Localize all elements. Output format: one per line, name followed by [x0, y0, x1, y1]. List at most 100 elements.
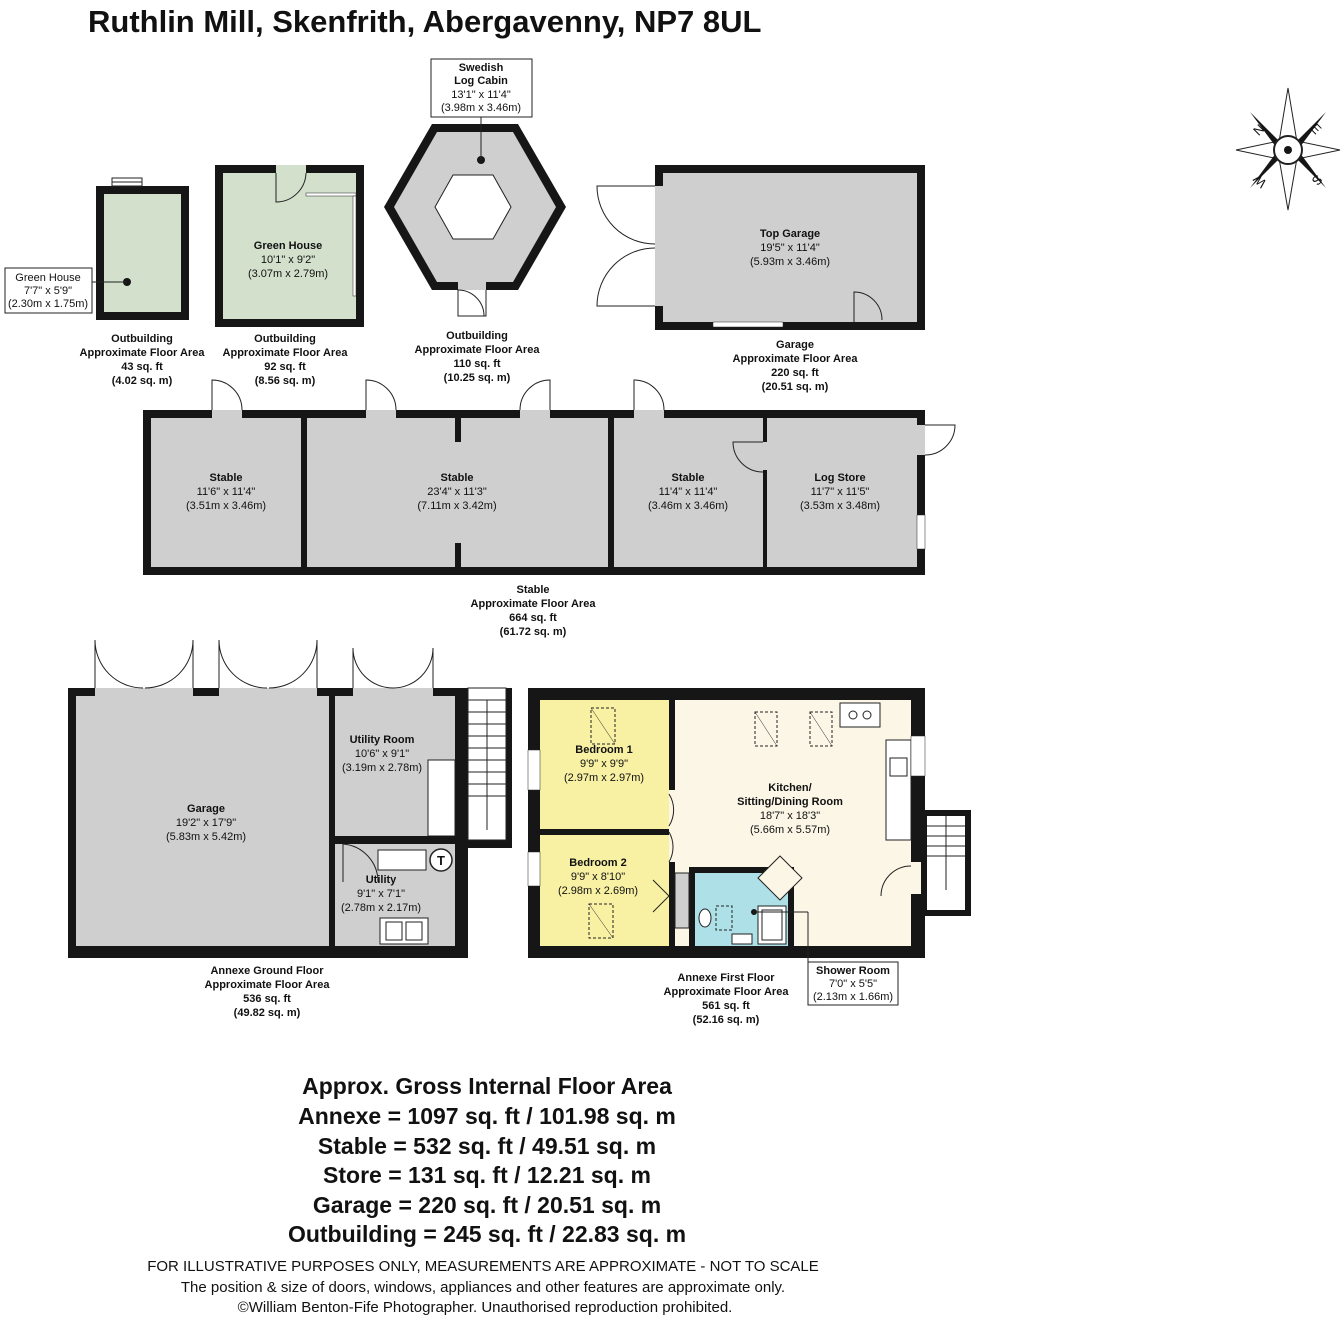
room-dims: 7'0" x 5'5" — [829, 978, 877, 990]
room-name: Utility — [366, 874, 397, 886]
area-sqft: 536 sq. ft — [243, 993, 291, 1005]
room-name: Log Store — [814, 472, 865, 484]
room-name: Garage — [187, 803, 225, 815]
room-name: Swedish — [459, 62, 504, 74]
page-title: Ruthlin Mill, Skenfrith, Abergavenny, NP… — [88, 4, 761, 39]
room-name: Bedroom 2 — [569, 857, 626, 869]
room-dims: 19'5" x 11'4" — [760, 242, 820, 254]
area-name: Stable — [516, 584, 549, 596]
room-name: Utility Room — [350, 734, 415, 746]
area-sqm: (49.82 sq. m) — [234, 1007, 301, 1019]
total-outbuilding: Outbuilding = 245 sq. ft / 22.83 sq. m — [288, 1221, 686, 1247]
room-name: Green House — [15, 272, 80, 284]
area-name: Outbuilding — [446, 330, 508, 342]
room-metric: (3.98m x 3.46m) — [441, 102, 521, 114]
area-name: Annexe First Floor — [677, 972, 775, 984]
compass-n-label: N — [1250, 121, 1267, 138]
area-label: Approximate Floor Area — [415, 344, 541, 356]
room-name: Sitting/Dining Room — [737, 796, 843, 808]
area-name: Annexe Ground Floor — [210, 965, 324, 977]
room-name: Stable — [671, 472, 704, 484]
area-label: Approximate Floor Area — [733, 353, 859, 365]
total-annexe: Annexe = 1097 sq. ft / 101.98 sq. m — [298, 1103, 676, 1129]
disclaimer-line: The position & size of doors, windows, a… — [181, 1279, 785, 1296]
compass-w-label: W — [1250, 171, 1270, 191]
room-dims: 19'2" x 17'9" — [176, 817, 236, 829]
room-name: Kitchen/ — [768, 782, 811, 794]
room-dims: 23'4" x 11'3" — [427, 486, 487, 498]
room-name: Shower Room — [816, 965, 890, 977]
room-dims: 11'7" x 11'5" — [811, 486, 870, 498]
room-dims: 13'1" x 11'4" — [451, 89, 511, 101]
copyright-line: ©William Benton-Fife Photographer. Unaut… — [238, 1299, 733, 1316]
total-stable: Stable = 532 sq. ft / 49.51 sq. m — [318, 1133, 656, 1159]
area-sqm: (20.51 sq. m) — [762, 381, 829, 393]
room-dims: 11'4" x 11'4" — [659, 486, 718, 498]
room-metric: (5.93m x 3.46m) — [750, 256, 830, 268]
area-label: Approximate Floor Area — [664, 986, 790, 998]
room-metric: (5.66m x 5.57m) — [750, 824, 830, 836]
room-metric: (2.78m x 2.17m) — [341, 902, 421, 914]
area-label: Approximate Floor Area — [223, 347, 349, 359]
room-metric: (3.46m x 3.46m) — [648, 500, 728, 512]
area-name: Outbuilding — [254, 333, 316, 345]
room-name: Stable — [440, 472, 473, 484]
stable-block: Stable 11'6" x 11'4" (3.51m x 3.46m) Sta… — [143, 379, 956, 638]
annexe-ground-floor: T Garage 19'2" x 17'9" (5.83m x 5.42m) U… — [68, 639, 512, 1019]
toilet-symbol: T — [437, 853, 445, 868]
room-metric: (2.30m x 1.75m) — [8, 298, 88, 310]
room-metric: (3.53m x 3.48m) — [800, 500, 880, 512]
area-sqft: 664 sq. ft — [509, 612, 557, 624]
room-dims: 10'1" x 9'2" — [261, 254, 315, 266]
floor-area-totals: Approx. Gross Internal Floor Area Annexe… — [288, 1073, 686, 1247]
compass-s-label: S — [1309, 172, 1326, 189]
room-metric: (3.19m x 2.78m) — [342, 762, 422, 774]
area-sqft: 43 sq. ft — [121, 361, 163, 373]
room-dims: 18'7" x 18'3" — [760, 810, 820, 822]
area-name: Garage — [776, 339, 814, 351]
area-sqm: (61.72 sq. m) — [500, 626, 567, 638]
room-name: Stable — [209, 472, 242, 484]
room-name: Top Garage — [760, 228, 820, 240]
area-sqft: 561 sq. ft — [702, 1000, 750, 1012]
room-dims: 9'1" x 7'1" — [357, 888, 405, 900]
room-dims: 11'6" x 11'4" — [197, 486, 256, 498]
room-name: Log Cabin — [454, 75, 508, 87]
room-dims: 9'9" x 8'10" — [571, 871, 625, 883]
room-metric: (2.98m x 2.69m) — [558, 885, 638, 897]
room-metric: (7.11m x 3.42m) — [417, 500, 496, 512]
annexe-first-floor: Bedroom 1 9'9" x 9'9" (2.97m x 2.97m) Be… — [527, 688, 971, 1026]
total-garage: Garage = 220 sq. ft / 20.51 sq. m — [313, 1192, 661, 1218]
room-name: Green House — [254, 240, 322, 252]
compass-e-label: E — [1308, 120, 1325, 137]
room-dims: 9'9" x 9'9" — [580, 758, 628, 770]
area-sqm: (10.25 sq. m) — [444, 372, 511, 384]
area-name: Outbuilding — [111, 333, 173, 345]
area-label: Approximate Floor Area — [80, 347, 206, 359]
area-sqft: 110 sq. ft — [453, 358, 500, 370]
area-sqft: 220 sq. ft — [771, 367, 819, 379]
totals-heading: Approx. Gross Internal Floor Area — [302, 1073, 672, 1099]
total-store: Store = 131 sq. ft / 12.21 sq. m — [323, 1162, 651, 1188]
room-metric: (2.97m x 2.97m) — [564, 772, 644, 784]
area-sqm: (4.02 sq. m) — [112, 375, 173, 387]
area-sqm: (52.16 sq. m) — [693, 1014, 760, 1026]
area-sqm: (8.56 sq. m) — [255, 375, 316, 387]
room-dims: 10'6" x 9'1" — [355, 748, 409, 760]
area-sqft: 92 sq. ft — [264, 361, 306, 373]
room-metric: (3.51m x 3.46m) — [186, 500, 266, 512]
outbuilding-greenhouse: Green House 10'1" x 9'2" (3.07m x 2.79m)… — [215, 165, 364, 387]
room-dims: 7'7" x 5'9" — [24, 285, 72, 297]
disclaimer-line: FOR ILLUSTRATIVE PURPOSES ONLY, MEASUREM… — [147, 1258, 819, 1275]
room-metric: (3.07m x 2.79m) — [248, 268, 328, 280]
room-name: Bedroom 1 — [575, 744, 632, 756]
outbuilding-log-cabin: Swedish Log Cabin 13'1" x 11'4" (3.98m x… — [384, 58, 566, 384]
room-metric: (5.83m x 5.42m) — [166, 831, 246, 843]
area-label: Approximate Floor Area — [471, 598, 597, 610]
disclaimer: FOR ILLUSTRATIVE PURPOSES ONLY, MEASUREM… — [147, 1258, 819, 1316]
area-label: Approximate Floor Area — [205, 979, 331, 991]
outbuilding-greenhouse-small: Green House 7'7" x 5'9" (2.30m x 1.75m) … — [4, 177, 206, 387]
compass-icon: N E S W — [1235, 87, 1341, 211]
room-metric: (2.13m x 1.66m) — [813, 991, 893, 1003]
